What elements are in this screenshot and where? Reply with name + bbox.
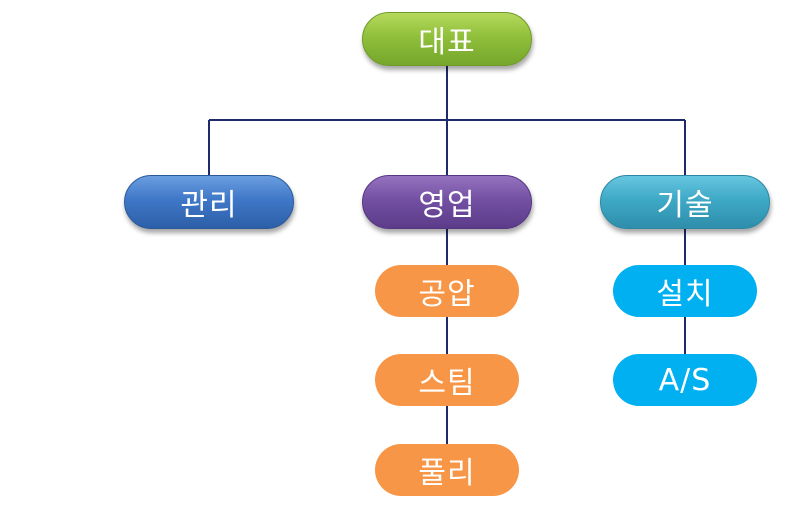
org-node-technical-after-service: A/S [613, 354, 757, 406]
org-node-management: 관리 [124, 175, 294, 229]
org-node-technical-label: 기술 [656, 188, 714, 223]
org-node-sales-pneumatic: 공압 [375, 265, 519, 317]
org-node-sales-pneumatic-label: 공압 [418, 277, 476, 312]
org-node-technical-installation-label: 설치 [656, 277, 714, 312]
org-node-sales-pulley-label: 풀리 [418, 456, 476, 491]
org-node-sales-pulley: 풀리 [375, 444, 519, 496]
org-node-technical-after-service-label: A/S [658, 362, 712, 398]
org-node-sales-steam-label: 스팀 [418, 366, 476, 401]
org-node-sales-label: 영업 [418, 188, 476, 223]
org-node-ceo: 대표 [362, 12, 532, 66]
org-node-technical: 기술 [600, 175, 770, 229]
org-node-sales-steam: 스팀 [375, 354, 519, 406]
org-node-ceo-label: 대표 [418, 25, 476, 60]
org-node-sales: 영업 [362, 175, 532, 229]
org-node-technical-installation: 설치 [613, 265, 757, 317]
org-node-management-label: 관리 [180, 188, 238, 223]
